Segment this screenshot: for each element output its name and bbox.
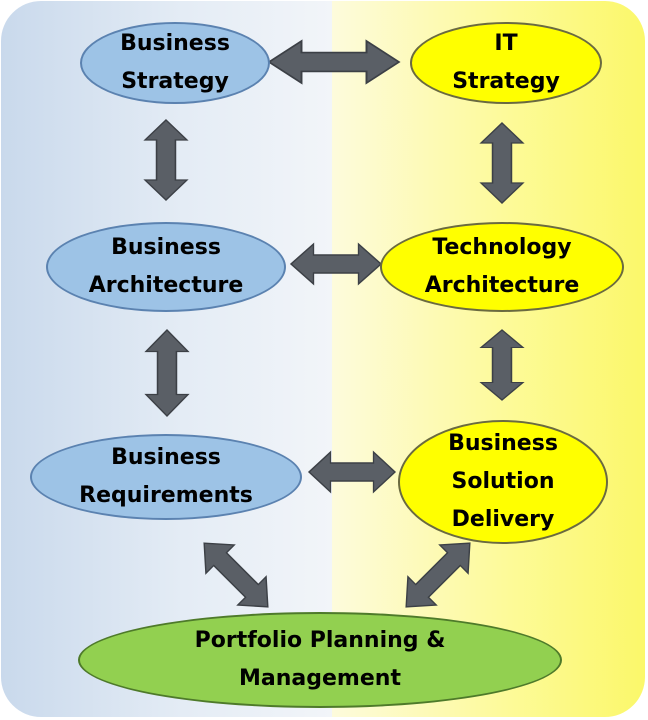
business-architecture-line1: Business	[111, 235, 221, 260]
business-strategy-line1: Business	[120, 31, 230, 56]
it-side-background	[332, 1, 645, 717]
it-strategy-node: IT Strategy	[410, 22, 602, 104]
business-requirements-line2: Requirements	[79, 483, 253, 508]
business-strategy-node: Business Strategy	[80, 22, 270, 104]
business-requirements-line1: Business	[111, 445, 221, 470]
portfolio-planning-line1: Portfolio Planning &	[194, 628, 446, 653]
technology-architecture-node: Technology Architecture	[380, 222, 624, 312]
it-strategy-line1: IT	[494, 31, 518, 56]
portfolio-planning-node: Portfolio Planning & Management	[78, 612, 562, 708]
arrow-strategy-link	[268, 40, 400, 84]
business-architecture-line2: Architecture	[88, 273, 244, 298]
arrow-technology-delivery-link	[480, 329, 524, 401]
technology-architecture-line2: Architecture	[424, 273, 580, 298]
business-requirements-node: Business Requirements	[30, 434, 302, 520]
it-strategy-line2: Strategy	[452, 69, 560, 94]
business-strategy-line2: Strategy	[121, 69, 229, 94]
business-solution-delivery-node: Business Solution Delivery	[398, 420, 608, 544]
arrow-business-strategy-architecture-link	[144, 119, 188, 201]
arrow-delivery-portfolio-link	[391, 528, 485, 622]
arrow-architecture-link	[290, 243, 382, 285]
arrow-requirements-portfolio-link	[189, 528, 283, 622]
business-solution-delivery-line1: Business	[448, 431, 558, 456]
business-solution-delivery-line2: Solution	[451, 469, 555, 494]
technology-architecture-line1: Technology	[432, 235, 572, 260]
business-architecture-node: Business Architecture	[46, 222, 286, 312]
arrow-requirements-delivery-link	[308, 451, 396, 493]
business-solution-delivery-line3: Delivery	[451, 507, 555, 532]
arrow-business-architecture-requirements-link	[145, 329, 189, 417]
portfolio-planning-line2: Management	[239, 666, 401, 691]
arrow-it-strategy-technology-link	[480, 122, 524, 204]
